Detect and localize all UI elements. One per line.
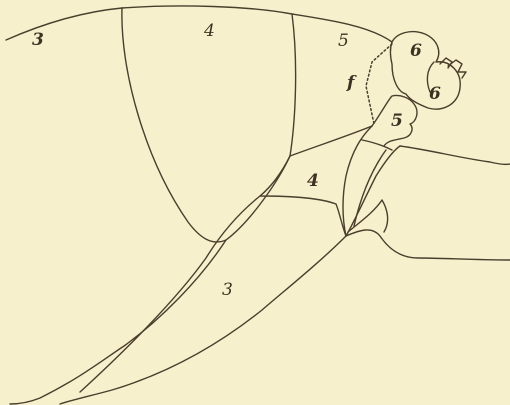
thorax-outline-upper <box>400 146 510 164</box>
label-segment-5-top: 5 <box>338 31 349 51</box>
segment-3-4-boundary <box>122 8 290 242</box>
suture-f-line <box>366 44 392 124</box>
label-head-6-upper: 6 <box>410 41 422 61</box>
label-segment-4-under: 4 <box>307 171 319 191</box>
head-capsule <box>391 32 461 110</box>
coxa-band <box>362 140 392 150</box>
leg-base-flap <box>348 200 388 232</box>
label-suture-f: f <box>346 73 357 93</box>
label-leg-segment-3: 3 <box>222 280 233 300</box>
label-segment-3-top: 3 <box>32 30 44 50</box>
dorsal-outline <box>6 6 392 42</box>
segment-4-lower-outline <box>260 156 346 236</box>
leg-segment-upper-edge <box>10 240 226 404</box>
segment-4-5-boundary <box>290 14 296 156</box>
label-segment-4-top: 4 <box>203 21 215 41</box>
label-head-6-lower: 6 <box>429 84 441 104</box>
thorax-outline-lower <box>346 230 510 260</box>
label-segment-5-lobe: 5 <box>391 111 403 131</box>
leg-inner-line <box>80 196 260 392</box>
